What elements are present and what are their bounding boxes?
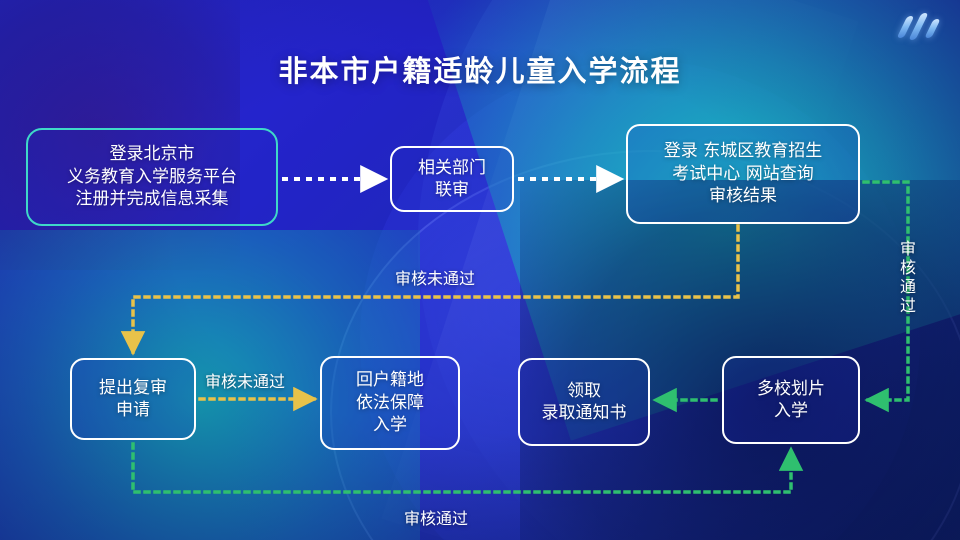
background-dark-right [520,180,960,540]
node-joint-review[interactable]: 相关部门 联审 [390,146,514,212]
node-recheck-apply[interactable]: 提出复审 申请 [70,358,196,440]
node-hometown-enrollment[interactable]: 回户籍地 依法保障 入学 [320,356,460,450]
edge-query-to-multischool-pass [862,180,910,413]
node-register[interactable]: 登录北京市 义务教育入学服务平台 注册并完成信息采集 [26,128,278,226]
edge-label-fail-mid: 审核未通过 [205,372,286,391]
node-admission-notice[interactable]: 领取 录取通知书 [518,358,650,446]
page-title: 非本市户籍适龄儿童入学流程 [278,54,682,88]
edge-recheck-to-multischool-pass [131,442,804,494]
node-multi-school[interactable]: 多校划片 入学 [722,356,860,444]
edge-label-fail-top: 审核未通过 [395,269,476,288]
node-query-result[interactable]: 登录 东城区教育招生 考试中心 网站查询 审核结果 [626,124,860,224]
edge-query-to-recheck-fail [120,224,740,356]
edge-label-pass-bottom: 审核通过 [404,509,469,528]
edge-label-pass-right: 审核通过 [897,240,916,316]
